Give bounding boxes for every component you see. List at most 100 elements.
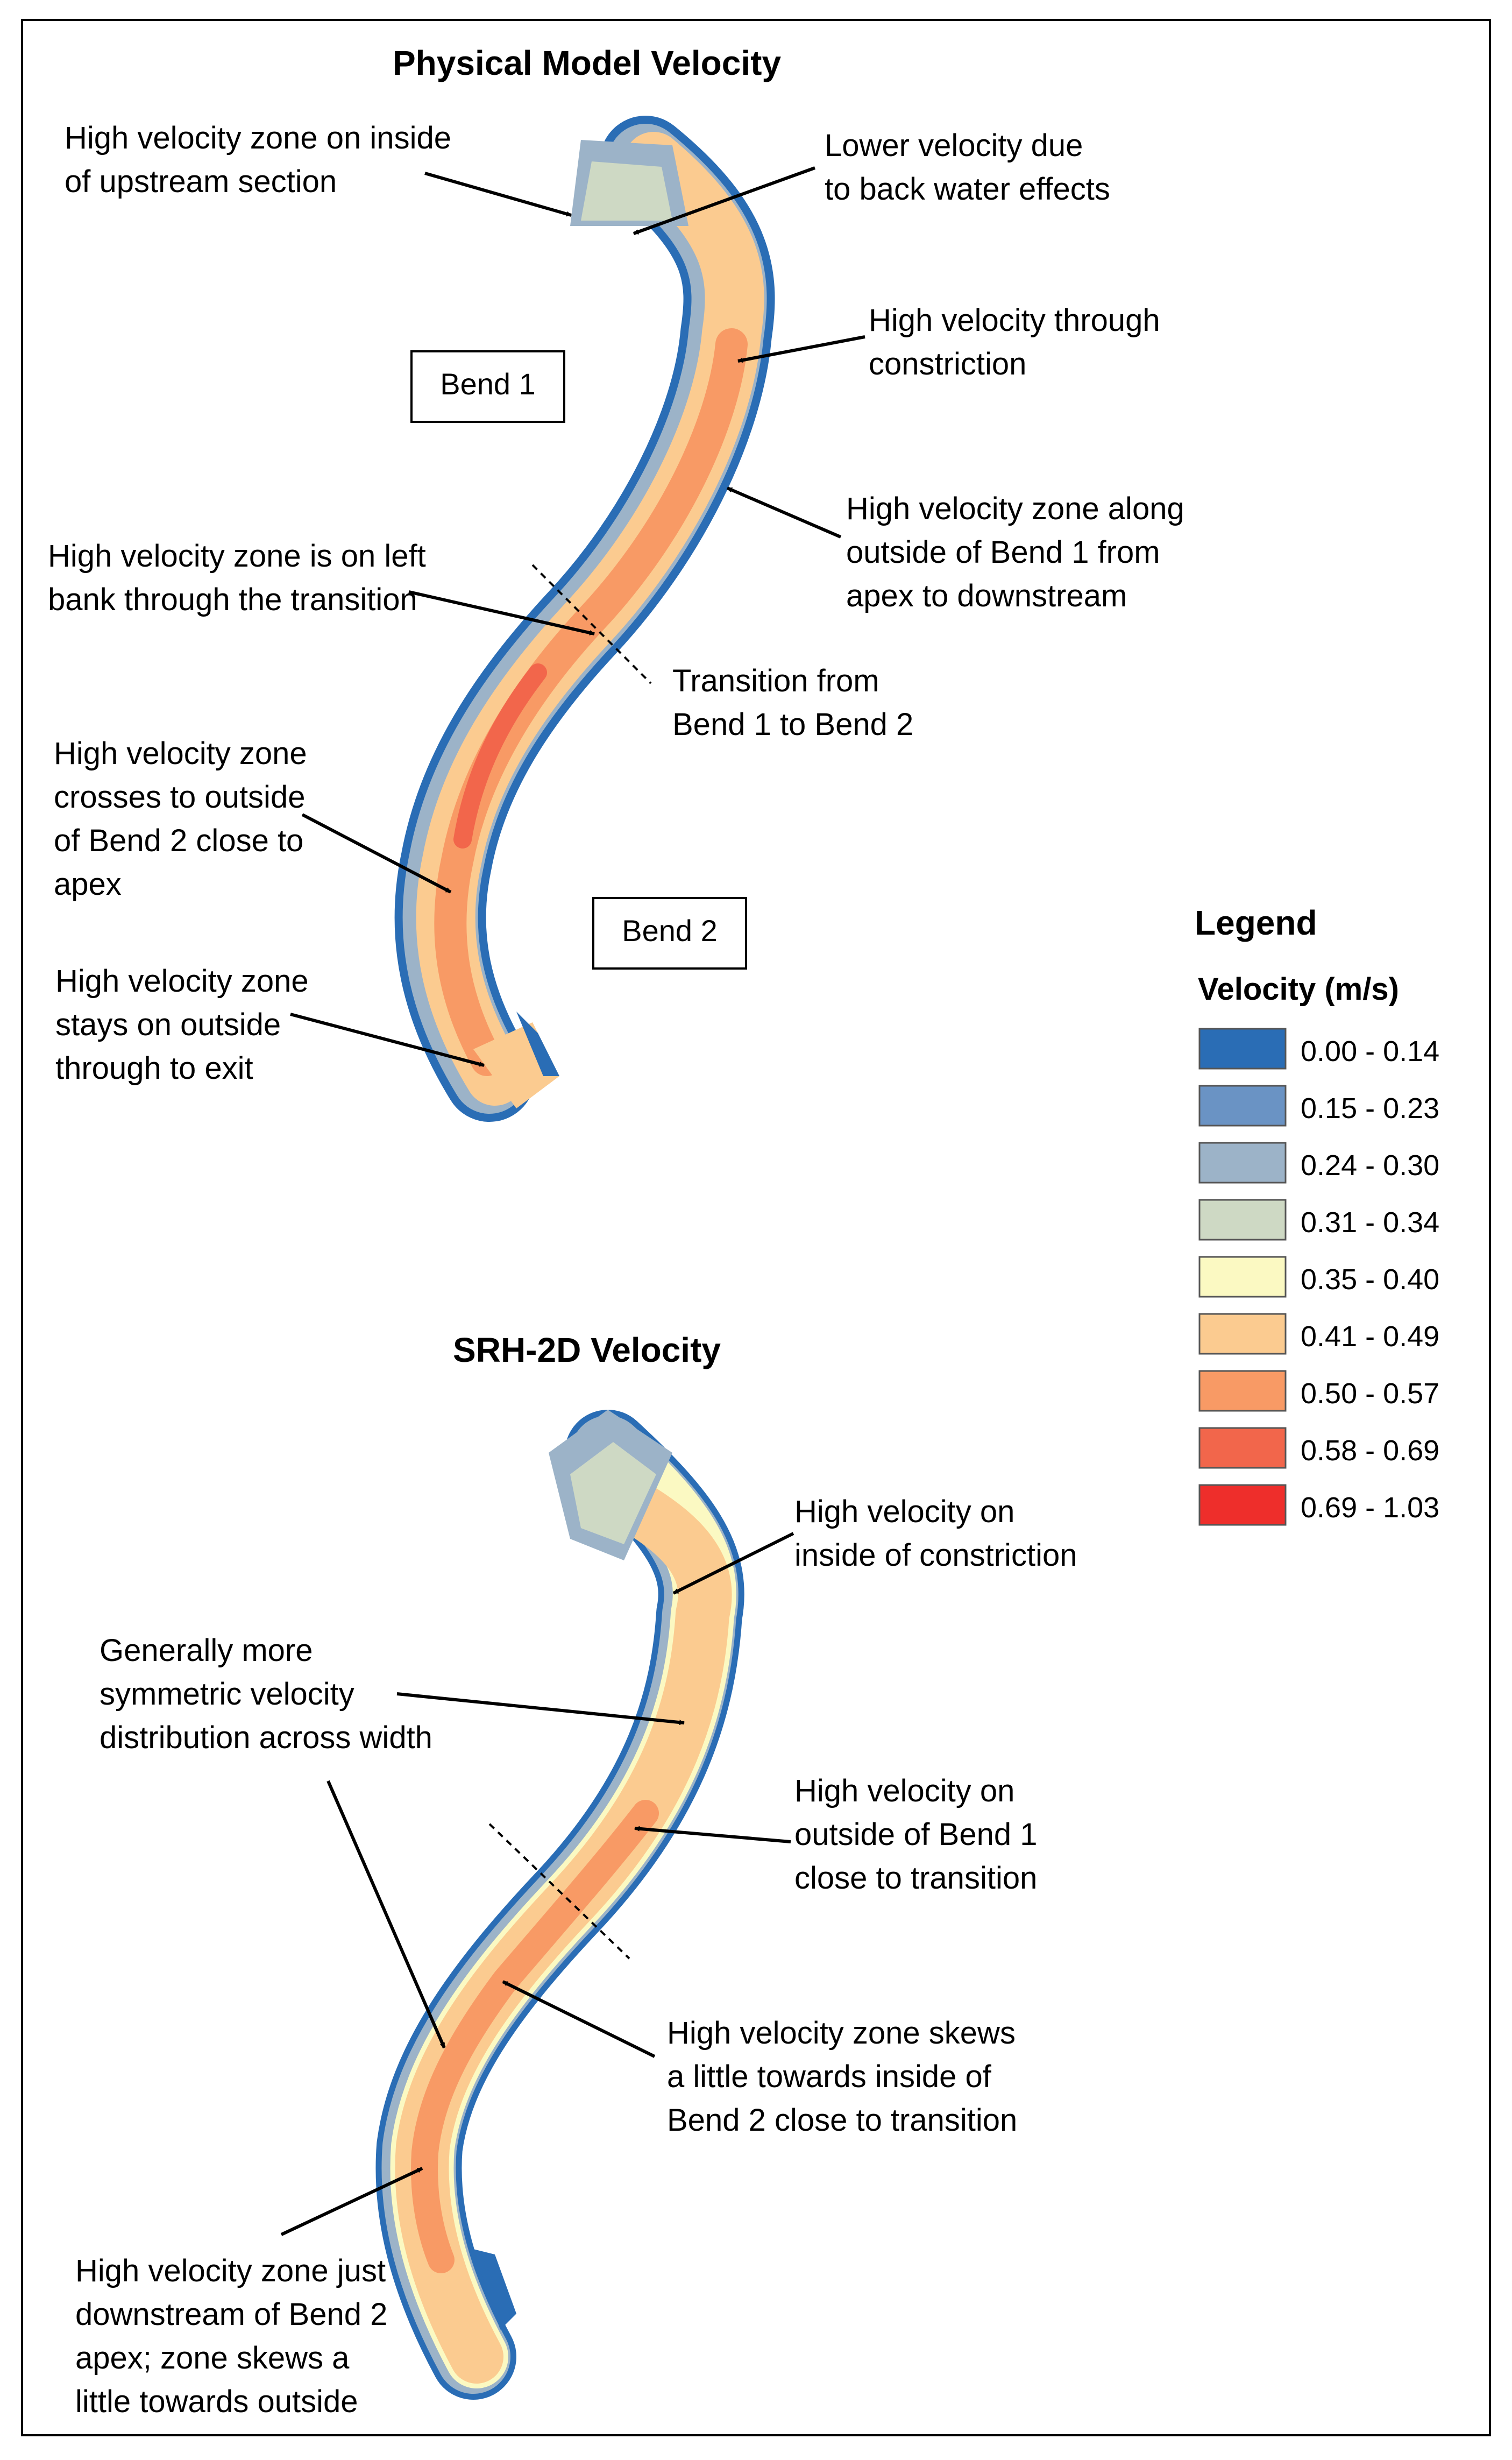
annotation-b2-line2: symmetric velocity (100, 1677, 354, 1712)
bend-2-label: Bend 2 (622, 914, 718, 948)
srh-upstream-inlet-core (570, 1442, 656, 1544)
transition-line-bottom (488, 1823, 630, 1960)
annotation-a1-line1: High velocity zone on inside (65, 121, 451, 155)
srh-exit-edge (473, 2249, 516, 2330)
annotation-b5-line1: High velocity zone just (75, 2253, 386, 2288)
legend-item: 0.58 - 0.69 (1198, 1427, 1439, 1469)
srh2d-channel (375, 1410, 744, 2400)
bottom-annotations: High velocity on inside of constriction … (75, 1494, 1077, 2419)
annotation-b5-line4: little towards outside (75, 2384, 358, 2419)
legend-item: 0.15 - 0.23 (1198, 1085, 1439, 1127)
arrow-b5 (280, 2167, 423, 2236)
channel-upstream-inlet-core (581, 161, 672, 221)
annotation-a2-line1: Lower velocity due (825, 128, 1083, 163)
srh2d-panel: SRH-2D Velocity High velocity on inside … (75, 1331, 1077, 2419)
legend-swatch (1198, 1085, 1287, 1127)
annotation-a3-line2: constriction (869, 347, 1026, 381)
annotation-b3-line2: outside of Bend 1 (794, 1817, 1037, 1852)
srh2d-title: SRH-2D Velocity (453, 1331, 721, 1369)
annotation-a6-line2: Bend 1 to Bend 2 (672, 707, 913, 742)
physical-model-title: Physical Model Velocity (393, 44, 781, 82)
annotation-a6-line1: Transition from (672, 663, 879, 698)
legend-swatch (1198, 1427, 1287, 1469)
annotation-b3-line1: High velocity on (794, 1773, 1014, 1808)
arrow-b3 (634, 1826, 791, 1843)
legend-label: 0.58 - 0.69 (1301, 1434, 1439, 1467)
legend-swatch (1198, 1256, 1287, 1298)
arrow-b2b (326, 1780, 446, 2049)
annotation-a8-line1: High velocity zone (55, 964, 309, 999)
legend-swatch (1198, 1313, 1287, 1355)
arrow-b2 (396, 1692, 685, 1726)
annotation-a3-line1: High velocity through (869, 303, 1160, 338)
annotation-a8-line3: through to exit (55, 1051, 253, 1086)
arrow-a1 (424, 172, 572, 217)
annotation-b5-line2: downstream of Bend 2 (75, 2297, 387, 2332)
annotation-b1-line2: inside of constriction (794, 1538, 1077, 1573)
annotation-a2-line2: to back water effects (825, 172, 1110, 207)
legend-subtitle: Velocity (m/s) (1198, 972, 1399, 1007)
annotation-b2-line1: Generally more (100, 1633, 313, 1668)
legend-item: 0.50 - 0.57 (1198, 1370, 1439, 1412)
legend-swatch (1198, 1142, 1287, 1184)
annotation-a1-line2: of upstream section (65, 164, 337, 199)
arrow-a7 (301, 813, 452, 894)
legend-item: 0.69 - 1.03 (1198, 1484, 1439, 1526)
transition-line-top (531, 564, 652, 684)
legend-label: 0.50 - 0.57 (1301, 1377, 1439, 1410)
physical-model-channel (394, 116, 775, 1122)
top-arrows (290, 166, 865, 1067)
annotation-a7-line4: apex (54, 867, 122, 902)
arrow-a8 (290, 1013, 485, 1067)
legend-item: 0.00 - 0.14 (1198, 1028, 1439, 1070)
annotation-b4-line3: Bend 2 close to transition (667, 2103, 1017, 2138)
annotation-a7-line1: High velocity zone (54, 736, 307, 771)
legend-label: 0.00 - 0.14 (1301, 1035, 1439, 1068)
arrow-a4 (726, 486, 842, 539)
legend-label: 0.35 - 0.40 (1301, 1263, 1439, 1296)
arrow-b4 (502, 1980, 656, 2058)
legend: Legend Velocity (m/s) 0.00 - 0.14 0.15 - … (1195, 903, 1439, 1526)
physical-model-panel: Physical Model Velocity Bend 1 Bend 2 (48, 44, 1184, 1122)
channel-exit-edge (516, 1012, 559, 1076)
legend-item: 0.41 - 0.49 (1198, 1313, 1439, 1355)
bend-1-label-box: Bend 1 (410, 350, 565, 423)
arrow-a3 (737, 335, 865, 363)
annotation-a4-line3: apex to downstream (846, 578, 1127, 613)
legend-item: 0.35 - 0.40 (1198, 1256, 1439, 1298)
annotation-b2-line3: distribution across width (100, 1720, 432, 1755)
legend-swatch (1198, 1484, 1287, 1526)
annotation-a7-line2: crosses to outside (54, 780, 305, 815)
legend-title: Legend (1195, 903, 1317, 942)
legend-swatch (1198, 1199, 1287, 1241)
legend-label: 0.24 - 0.30 (1301, 1149, 1439, 1182)
legend-label: 0.69 - 1.03 (1301, 1491, 1439, 1524)
arrow-a2 (633, 166, 816, 235)
annotation-b4-line1: High velocity zone skews (667, 2016, 1016, 2051)
annotation-a5-line1: High velocity zone is on left (48, 539, 426, 574)
annotation-b4-line2: a little towards inside of (667, 2059, 992, 2094)
bend-2-label-box: Bend 2 (592, 897, 747, 970)
annotation-a5-line2: bank through the transition (48, 582, 417, 617)
legend-label: 0.41 - 0.49 (1301, 1320, 1439, 1353)
annotation-a4-line2: outside of Bend 1 from (846, 535, 1160, 570)
srh-layer-5 (411, 1800, 659, 2273)
annotation-a7-line3: of Bend 2 close to (54, 823, 303, 858)
arrow-b1 (672, 1532, 794, 1595)
arrow-a5 (408, 590, 595, 635)
annotation-a4-line1: High velocity zone along (846, 491, 1184, 526)
annotation-b5-line3: apex; zone skews a (75, 2341, 350, 2376)
legend-item: 0.31 - 0.34 (1198, 1199, 1439, 1241)
legend-item: 0.24 - 0.30 (1198, 1142, 1439, 1184)
channel-layer-5 (453, 663, 547, 849)
bottom-arrows (280, 1532, 794, 2236)
legend-swatch (1198, 1370, 1287, 1412)
legend-label: 0.31 - 0.34 (1301, 1206, 1439, 1239)
bend-1-label: Bend 1 (440, 367, 536, 401)
legend-items: 0.00 - 0.14 0.15 - 0.23 0.24 - 0.30 0.31 - … (1198, 1028, 1439, 1526)
legend-swatch (1198, 1028, 1287, 1070)
annotation-a8-line2: stays on outside (55, 1007, 281, 1042)
top-annotations: High velocity zone on inside of upstream… (48, 121, 1184, 1086)
annotation-b1-line1: High velocity on (794, 1494, 1014, 1529)
